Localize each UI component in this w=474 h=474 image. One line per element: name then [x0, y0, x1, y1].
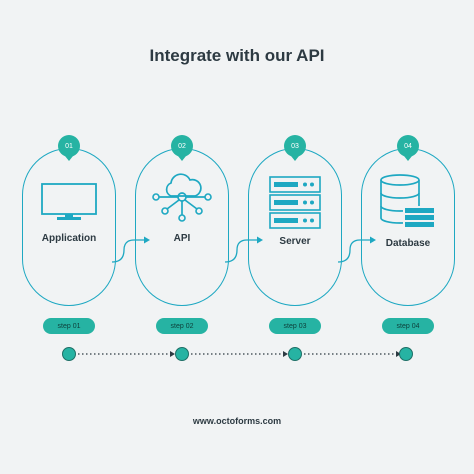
database-icon: [380, 174, 436, 227]
connector-1-2: [111, 239, 146, 263]
timeline-node-3: [288, 347, 302, 361]
connector-3-4-arrowhead: [370, 236, 376, 244]
timeline-node-1: [62, 347, 76, 361]
step-2-number-badge: 02: [171, 135, 193, 157]
step-4-number: 04: [404, 142, 412, 150]
step-2-tag: step 02: [156, 318, 208, 334]
timeline-node-4: [399, 347, 413, 361]
connector-2-3-arrowhead: [257, 236, 263, 244]
step-4-number-badge: 04: [397, 135, 419, 157]
step-1-tag: step 01: [43, 318, 95, 334]
timeline-arrowhead-2: [170, 351, 175, 357]
server-rack-icon: [269, 176, 321, 229]
step-1-number: 01: [65, 142, 73, 150]
page-title: Integrate with our API: [149, 46, 325, 65]
monitor-icon: [41, 183, 97, 220]
step-2-label: API: [173, 233, 191, 244]
timeline-arrowhead-4: [396, 351, 401, 357]
connector-1-2-arrowhead: [144, 236, 150, 244]
timeline-node-2: [175, 347, 189, 361]
cloud-network-icon: [152, 173, 212, 222]
connector-2-3: [224, 239, 259, 263]
timeline-arrowhead-3: [283, 351, 288, 357]
step-4-tag: step 04: [382, 318, 434, 334]
footer-url: www.octoforms.com: [192, 416, 282, 426]
step-3-number: 03: [291, 142, 299, 150]
step-2-number: 02: [178, 142, 186, 150]
step-4-label: Database: [385, 238, 431, 249]
step-3-number-badge: 03: [284, 135, 306, 157]
step-3-label: Server: [279, 236, 311, 247]
step-1-label: Application: [41, 233, 97, 244]
step-3-tag: step 03: [269, 318, 321, 334]
step-1-number-badge: 01: [58, 135, 80, 157]
connector-3-4: [337, 239, 372, 263]
